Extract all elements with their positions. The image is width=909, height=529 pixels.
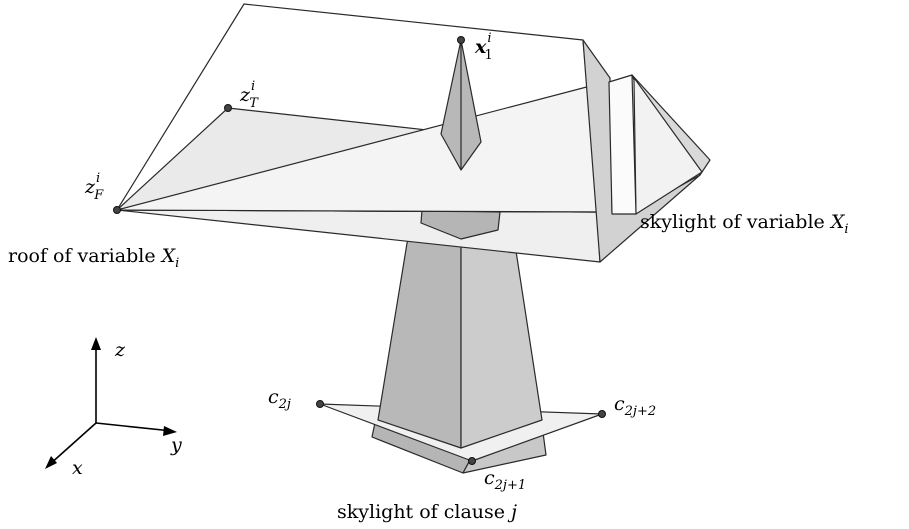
pillar (377, 224, 543, 449)
skylight-white-slot (608, 74, 637, 215)
axes: z y x (45, 337, 182, 479)
point-c2j2 (598, 410, 606, 418)
x-axis-label: x (72, 457, 83, 479)
point-x1 (457, 36, 465, 44)
caption-variable-skylight: skylight of variable Xi (640, 211, 849, 237)
x-arrowhead (45, 456, 57, 469)
pillar-left-face (377, 224, 462, 449)
z-arrowhead (91, 337, 101, 350)
spike (440, 39, 482, 171)
label-c2j: c2j (268, 386, 291, 412)
roof-bottom-face (116, 209, 601, 263)
point-c2j (316, 400, 324, 408)
caption-roof: roof of variable Xi (8, 245, 179, 271)
point-zT (224, 104, 232, 112)
label-c2j2: c2j+2 (614, 393, 656, 419)
point-zF (113, 206, 121, 214)
x-axis (48, 422, 97, 466)
caption-clause-skylight: skylight of clause j (337, 501, 517, 523)
y-axis-label: y (170, 434, 182, 456)
label-c2j1: c2j+1 (484, 467, 526, 493)
z-axis-label: z (114, 339, 126, 361)
y-arrowhead (163, 426, 177, 436)
roof (116, 3, 701, 263)
variable-skylight (608, 74, 711, 215)
point-c2j1 (468, 457, 476, 465)
pillar-right-face (460, 224, 543, 449)
y-axis (95, 422, 173, 432)
